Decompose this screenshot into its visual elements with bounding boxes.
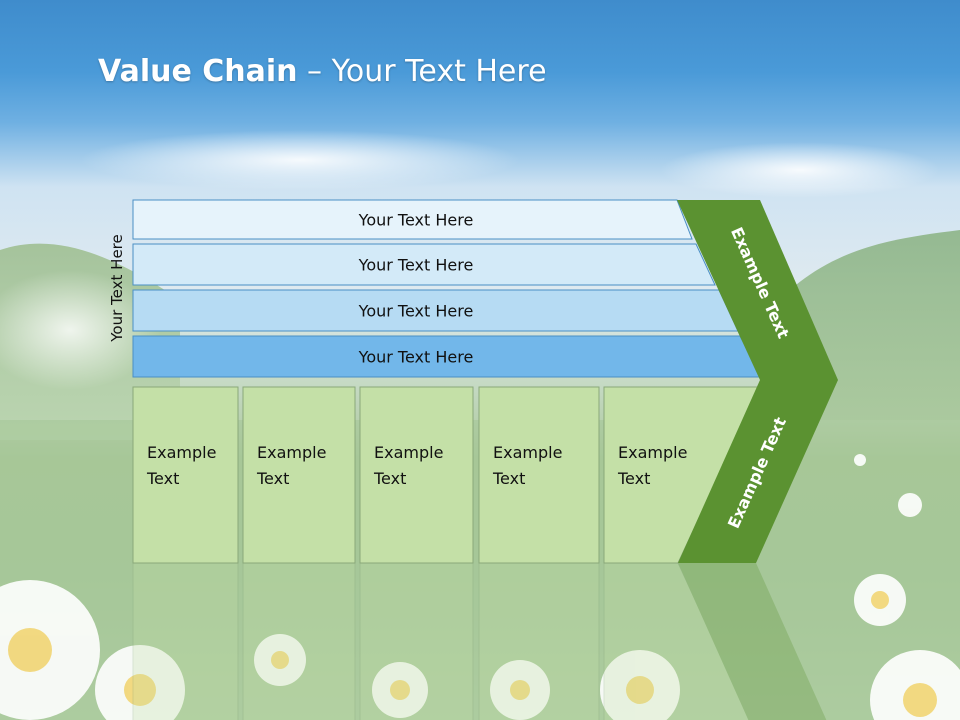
box-label-line2: Text — [492, 469, 525, 488]
example-box-1-reflection — [132, 562, 239, 720]
box-label-line2: Text — [256, 469, 289, 488]
example-box-2-reflection — [242, 562, 356, 720]
example-box-2[interactable] — [242, 386, 356, 564]
diagram-reflection — [132, 562, 827, 720]
bar-1-label: Your Text Here — [358, 211, 474, 230]
box-label-line2: Text — [617, 469, 650, 488]
example-box-3[interactable] — [359, 386, 474, 564]
box-label-line1: Example — [374, 443, 443, 462]
box-label-line1: Example — [257, 443, 326, 462]
bar-2-label: Your Text Here — [358, 256, 474, 275]
example-box-3-reflection — [359, 562, 474, 720]
bar-1[interactable] — [132, 199, 693, 240]
example-box-4-reflection — [478, 562, 600, 720]
chevron-bottom-reflection — [678, 563, 827, 720]
box-label-line2: Text — [373, 469, 406, 488]
example-box-4[interactable] — [478, 386, 600, 564]
bar-4-label: Your Text Here — [358, 348, 474, 367]
chevron-top[interactable] — [677, 200, 838, 380]
example-box-1[interactable] — [132, 386, 239, 564]
title-bold: Value Chain — [98, 54, 298, 89]
box-label-line1: Example — [147, 443, 216, 462]
bar-3-label: Your Text Here — [358, 302, 474, 321]
box-label-line2: Text — [146, 469, 179, 488]
box-label-line1: Example — [493, 443, 562, 462]
box-label-line1: Example — [618, 443, 687, 462]
chevron-bottom[interactable] — [678, 380, 838, 563]
title-rest: – Your Text Here — [297, 54, 547, 89]
bar-2[interactable] — [132, 243, 716, 286]
slide-title: Value Chain – Your Text Here — [98, 54, 547, 89]
